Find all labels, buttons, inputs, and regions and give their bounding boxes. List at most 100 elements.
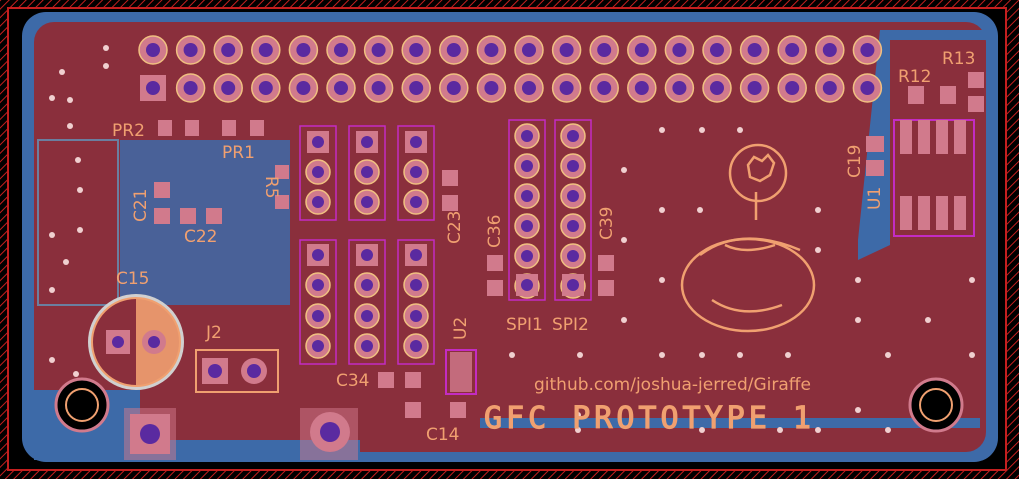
gpio-pin (852, 35, 883, 65)
giraffe-logo (680, 143, 816, 333)
via (815, 427, 821, 433)
via (777, 427, 783, 433)
via (815, 207, 821, 213)
via (577, 352, 583, 358)
label-c34: C34 (336, 371, 370, 391)
via (969, 277, 975, 283)
repo-url: github.com/joshua-jerred/Giraffe (534, 375, 811, 395)
power-pads (124, 408, 358, 460)
spi-bus-band (480, 418, 980, 428)
via (73, 371, 79, 377)
gpio-pin (439, 35, 469, 65)
via (77, 227, 83, 233)
gpio-pin (551, 73, 582, 103)
via (509, 352, 515, 358)
via (621, 167, 627, 173)
via (67, 97, 73, 103)
gpio-pin (739, 73, 770, 103)
via (699, 352, 705, 358)
via (699, 427, 705, 433)
via (969, 352, 975, 358)
via (59, 69, 65, 75)
gpio-pin (326, 35, 356, 65)
gpio-pin (288, 35, 319, 65)
label-c21: C21 (131, 188, 151, 222)
mounting-holes (54, 377, 964, 433)
label-c39: C39 (597, 206, 617, 240)
via (737, 127, 743, 133)
spi-headers (508, 119, 592, 301)
gpio-pin (213, 35, 243, 65)
via (659, 207, 665, 213)
via (103, 45, 109, 51)
gpio-pin (251, 35, 281, 65)
vias (49, 45, 975, 433)
via (49, 95, 55, 101)
via (49, 357, 55, 363)
gpio-pin (138, 35, 168, 65)
gpio-pin (401, 35, 431, 65)
gpio-pin (175, 73, 206, 103)
header-block (299, 239, 337, 365)
j2-connector (195, 349, 279, 393)
bottom-pour-left (120, 140, 290, 305)
gpio-pin (401, 73, 431, 103)
via (621, 237, 627, 243)
via (63, 259, 69, 265)
header-block (397, 239, 435, 365)
spi-header (508, 119, 546, 301)
gpio-pin (627, 35, 657, 65)
gpio-pin (326, 73, 356, 103)
via (575, 412, 581, 418)
label-c15: C15 (116, 269, 150, 289)
gpio-pin (664, 35, 695, 65)
gpio-pin (175, 35, 206, 65)
sensor-header-blocks (299, 125, 435, 365)
gpio-pin (140, 75, 166, 101)
c15-capacitor (88, 294, 184, 390)
gpio-pin (363, 35, 394, 65)
label-r13: R13 (942, 49, 975, 69)
gpio-pin (627, 73, 657, 103)
via (697, 207, 703, 213)
gpio-pin (251, 73, 281, 103)
gpio-pin (664, 73, 695, 103)
via (699, 127, 705, 133)
u1-chip (893, 119, 975, 237)
gpio-pin (551, 35, 582, 65)
label-pr1: PR1 (222, 143, 255, 163)
ground-trace-right (858, 30, 990, 260)
label-c14: C14 (426, 425, 460, 445)
ground-trace-bottom (34, 390, 360, 460)
via (75, 157, 81, 163)
via (659, 352, 665, 358)
header-block (348, 125, 386, 221)
gpio-pin (739, 35, 770, 65)
label-r5: R5 (261, 176, 281, 199)
via (103, 63, 109, 69)
label-c19: C19 (845, 144, 865, 178)
spi-header (554, 119, 592, 301)
via (815, 247, 821, 253)
gpio-pin (777, 35, 807, 65)
gpio-pin (702, 35, 732, 65)
via (885, 352, 891, 358)
top-copper-pour (34, 22, 986, 452)
gpio-pin (514, 35, 544, 65)
label-r12: R12 (898, 67, 931, 87)
gpio-pin (363, 73, 394, 103)
label-j2: J2 (205, 323, 222, 343)
gpio-pin (702, 73, 732, 103)
header-block (397, 125, 435, 221)
via (855, 317, 861, 323)
gpio-pin (288, 73, 319, 103)
via (49, 287, 55, 293)
label-pr2: PR2 (112, 121, 145, 141)
gpio-pin (589, 35, 619, 65)
gpio-pin (476, 73, 507, 103)
label-c36: C36 (485, 214, 505, 248)
gpio-pin (852, 73, 883, 103)
gpio-pin (815, 35, 845, 65)
via (885, 427, 891, 433)
